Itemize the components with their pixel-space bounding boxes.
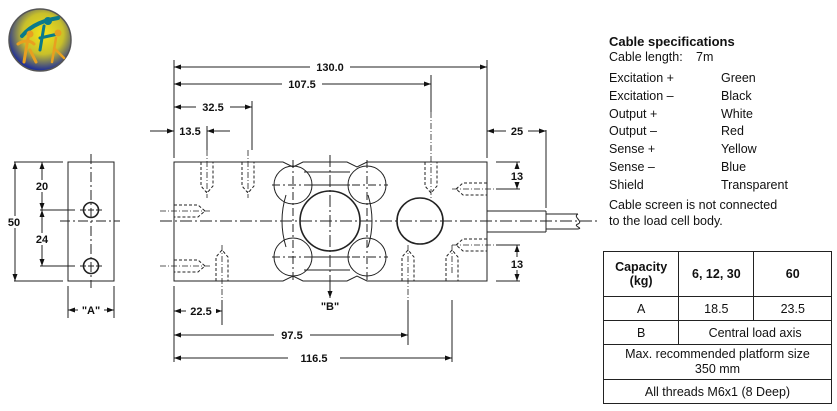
- wire-row: Sense – Blue: [609, 159, 834, 177]
- dim-end-lower: 24: [36, 234, 49, 246]
- dim-end-width: "A": [82, 305, 100, 317]
- dim-hole-to-hole-top: 107.5: [288, 79, 316, 91]
- wire-color: Blue: [721, 159, 747, 174]
- wire-color: Transparent: [721, 177, 788, 192]
- wire-signal: Sense +: [609, 142, 656, 157]
- row-a-col1: 18.5: [678, 296, 755, 321]
- row-a-col2: 23.5: [753, 296, 832, 321]
- wire-row: Excitation – Black: [609, 88, 834, 106]
- dim-bottom-side-offset: 13: [511, 259, 523, 271]
- dim-bottom-first-hole: 22.5: [190, 306, 211, 318]
- wire-signal: Output –: [609, 124, 657, 139]
- dim-first-top-hole: 32.5: [202, 102, 223, 114]
- end-view: [12, 154, 120, 318]
- cable-length-label: Cable length:: [609, 50, 683, 64]
- note-line: Cable screen is not connected: [609, 197, 778, 212]
- dim-end-height: 50: [8, 217, 20, 229]
- header-col1: 6, 12, 30: [678, 251, 755, 297]
- wire-color: Green: [721, 71, 756, 85]
- note-line: to the load cell body.: [609, 213, 723, 228]
- main-body: [160, 155, 600, 290]
- dim-end-upper: 20: [36, 181, 48, 193]
- logo-icon: [8, 8, 72, 72]
- capacity-table: Capacity (kg) 6, 12, 30 60 A 18.5 23.5 B…: [602, 251, 832, 404]
- row-a-label: A: [602, 296, 680, 321]
- cable-spec-title: Cable specifications: [609, 34, 735, 49]
- wire-signal: Sense –: [609, 159, 655, 174]
- table-row: A 18.5 23.5: [602, 296, 832, 321]
- wire-signal: Excitation –: [609, 88, 674, 103]
- wire-signal: Output +: [609, 106, 658, 121]
- dim-bottom-overall: 116.5: [301, 353, 328, 365]
- wire-signal: Shield: [609, 177, 644, 192]
- table-row: Max. recommended platform size 350 mm: [603, 344, 832, 380]
- table-row: B Central load axis: [602, 320, 832, 345]
- row-b-label: B: [602, 320, 680, 345]
- wire-row: Sense + Yellow: [609, 141, 834, 159]
- dim-overall-length: 130.0: [316, 62, 344, 74]
- cable-specifications: Cable specifications Cable length: 7m Ex…: [609, 34, 834, 229]
- wire-color: Yellow: [721, 142, 757, 157]
- threaded-holes: [174, 162, 487, 281]
- dim-cable-stub: 25: [511, 126, 523, 138]
- table-row: All threads M6x1 (8 Deep): [603, 379, 832, 404]
- wire-row: Excitation + Green: [609, 70, 834, 88]
- wire-row: Output + White: [609, 106, 834, 124]
- wire-color: Black: [721, 88, 752, 103]
- wire-row: Shield Transparent: [609, 177, 834, 195]
- cable-screen-note: Cable screen is not connected to the loa…: [609, 197, 834, 229]
- dim-load-axis: "B": [321, 301, 339, 313]
- platform-size: Max. recommended platform size 350 mm: [603, 344, 832, 380]
- table-header-row: Capacity (kg) 6, 12, 30 60: [602, 251, 832, 297]
- dim-top-side-offset: 13: [511, 171, 523, 183]
- wire-color: White: [721, 106, 753, 121]
- dim-first-edge-hole: 13.5: [179, 126, 200, 138]
- threads-note: All threads M6x1 (8 Deep): [603, 379, 832, 404]
- dim-bottom-second-hole: 97.5: [281, 330, 302, 342]
- hole-centerlines: [160, 112, 495, 345]
- header-capacity: Capacity (kg): [602, 251, 680, 297]
- row-b-value: Central load axis: [678, 320, 832, 345]
- wire-signal: Excitation +: [609, 71, 674, 85]
- platform-line: 350 mm: [694, 362, 741, 376]
- header-col2: 60: [753, 251, 832, 297]
- cable-length-value: 7m: [696, 50, 714, 64]
- wire-color: Red: [721, 124, 744, 139]
- wire-row: Output – Red: [609, 123, 834, 141]
- wire-color-list: Excitation + Green Excitation – Black Outp…: [609, 70, 834, 195]
- platform-line: Max. recommended platform size: [625, 347, 810, 361]
- cable-length-row: Cable length: 7m: [609, 49, 834, 66]
